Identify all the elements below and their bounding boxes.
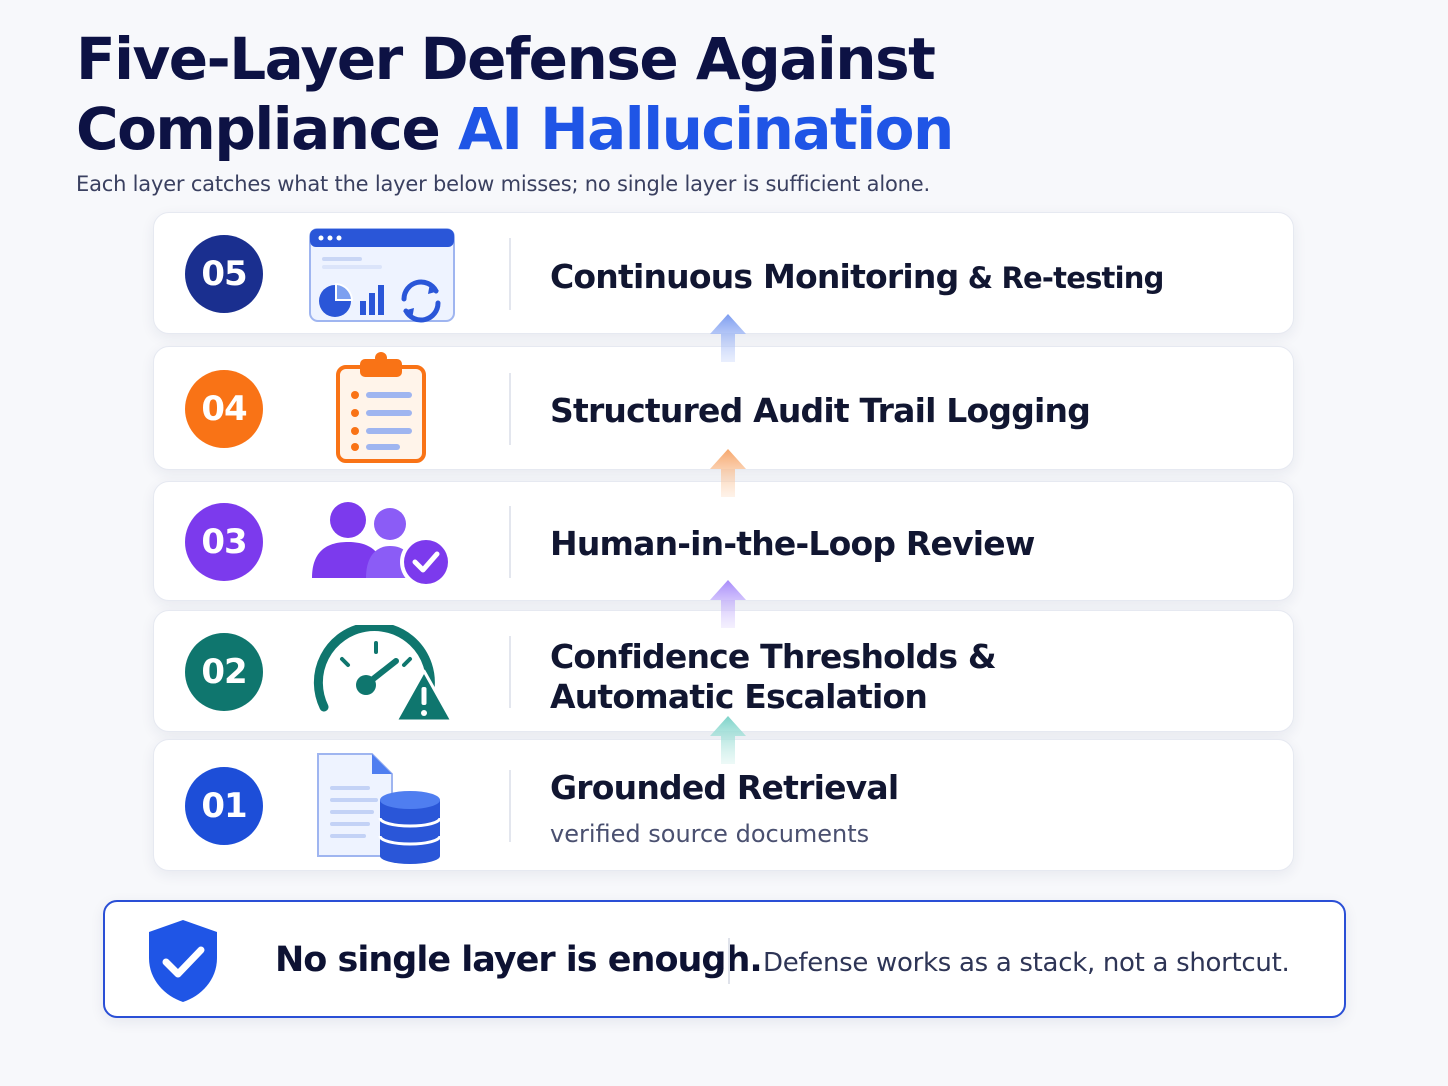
layer-02-badge: 02 (185, 633, 263, 711)
arrow-up-icon (708, 312, 748, 368)
layer-03-divider (509, 506, 511, 578)
layer-05-label-main: Continuous Monitoring (550, 257, 959, 296)
layer-03-label: Human-in-the-Loop Review (550, 524, 1035, 563)
layer-05-badge: 05 (185, 235, 263, 313)
layer-04-card: 04 Structured Audit Trail Logging (153, 346, 1294, 470)
layer-02-label-line-2: Automatic Escalation (550, 677, 928, 716)
arrow-up-icon (708, 578, 748, 634)
title-line-1: Five-Layer Defense Against (76, 25, 936, 93)
layer-05-label: Continuous Monitoring & Re-testing (550, 257, 1164, 298)
monitoring-dashboard-icon (306, 227, 456, 327)
summary-headline: No single layer is enough. (275, 940, 763, 980)
layer-01-badge: 01 (185, 767, 263, 845)
title-line-2: Compliance AI Hallucination (76, 94, 954, 164)
layer-05-label-suffix: & Re-testing (958, 261, 1165, 295)
layer-02-card: 02 Confidence Thresholds & Automatic Esc… (153, 610, 1294, 732)
layer-02-label-line-1: Confidence Thresholds & (550, 637, 997, 676)
layer-01-divider (509, 770, 511, 842)
layer-01-sublabel: verified source documents (550, 820, 870, 848)
shield-check-icon (143, 916, 223, 1010)
clipboard-checklist-icon (334, 351, 430, 469)
title-prefix: Compliance (76, 95, 458, 163)
document-database-icon (314, 752, 444, 868)
layer-03-badge: 03 (185, 503, 263, 581)
summary-tagline: Defense works as a stack, not a shortcut… (763, 948, 1290, 978)
layer-04-label: Structured Audit Trail Logging (550, 391, 1091, 430)
arrow-up-icon (708, 714, 748, 770)
layer-02-divider (509, 636, 511, 708)
summary-banner: No single layer is enough. Defense works… (103, 900, 1346, 1018)
layer-04-divider (509, 373, 511, 445)
page-title: Five-Layer Defense Against Compliance AI… (76, 24, 954, 164)
layer-01-label: Grounded Retrieval (550, 768, 899, 807)
arrow-up-icon (708, 447, 748, 503)
layer-02-label: Confidence Thresholds & Automatic Escala… (550, 637, 997, 717)
layer-05-divider (509, 238, 511, 310)
title-accent: AI Hallucination (457, 95, 954, 163)
summary-divider (728, 938, 730, 984)
gauge-warning-icon (306, 622, 456, 729)
layer-05-card: 05 Continuous Monitoring & Re-testing (153, 212, 1294, 334)
page-subtitle: Each layer catches what the layer below … (76, 172, 930, 196)
layer-04-badge: 04 (185, 370, 263, 448)
reviewers-check-icon (306, 498, 452, 598)
